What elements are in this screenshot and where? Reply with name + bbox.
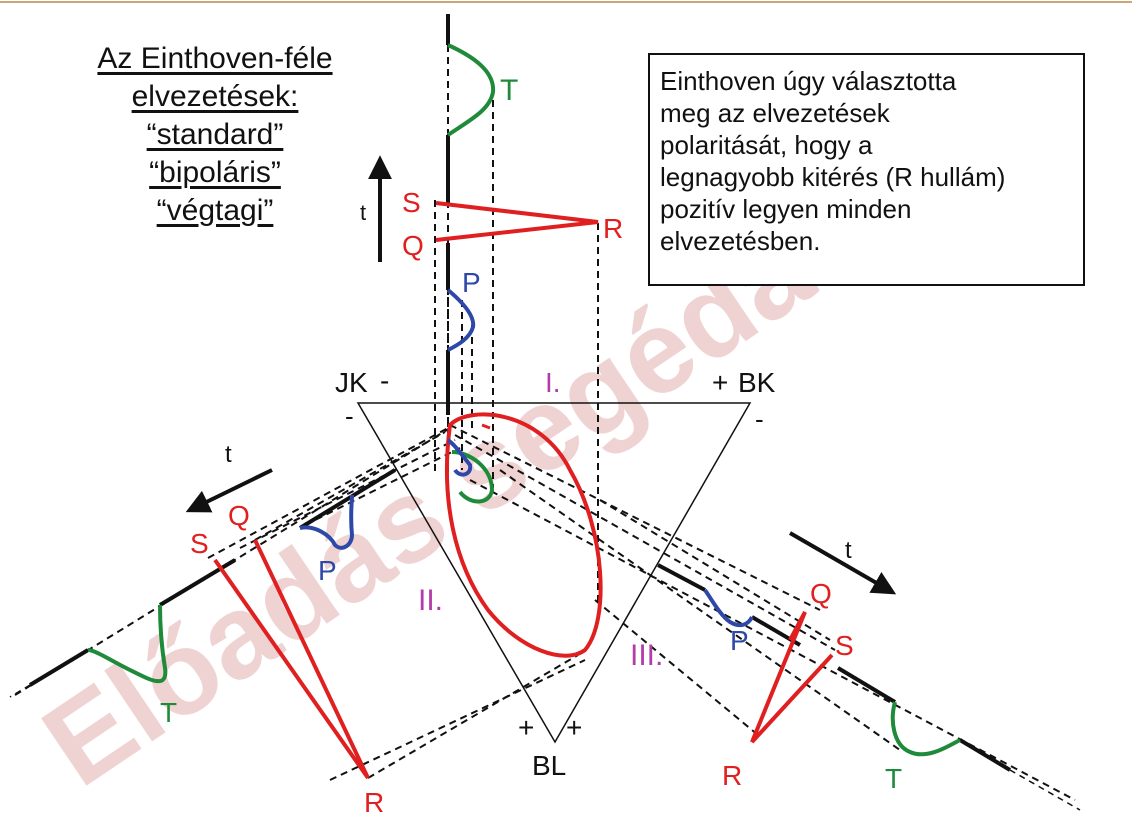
info-line-5: pozitív legyen minden [660, 194, 912, 224]
label-bk: BK [738, 367, 776, 398]
lead2-t-label: T [160, 697, 177, 728]
p-vector-loop [446, 438, 473, 477]
title-line-2: elvezetések: [131, 80, 299, 113]
title-line-4: “bipoláris” [149, 156, 281, 189]
lead3-axis-extension [1009, 769, 1081, 811]
lead1-qrs-complex [435, 201, 599, 242]
label-bl: BL [532, 750, 566, 781]
lead-i-label: I. [545, 367, 561, 398]
lead3-time-label: t [845, 537, 852, 564]
lead1-t-wave [446, 43, 496, 137]
lead3-q-label: Q [810, 578, 832, 609]
lead1-t-label: T [500, 74, 518, 107]
lead2-time-label: t [225, 441, 232, 468]
lead2-t-wave [87, 604, 168, 684]
lead3-qrs-complex [750, 611, 834, 744]
info-line-1: Einthoven úgy választotta [660, 66, 957, 96]
lead1-p-wave [446, 288, 476, 352]
lead3-p-wave [703, 588, 754, 628]
lead2-q-label: Q [228, 500, 250, 531]
label-jk-minus: - [380, 365, 389, 396]
label-bl-plus-left: + [518, 712, 534, 743]
lead3-t-label: T [885, 763, 902, 794]
lead1-q-label: Q [402, 230, 424, 261]
label-jk: JK [335, 367, 368, 398]
lead-iii-label: III. [630, 639, 663, 672]
lead2-p-wave [299, 494, 355, 550]
lead1-s-label: S [402, 187, 421, 218]
label-jk-minus-2: - [345, 401, 354, 431]
einthoven-triangle [356, 402, 752, 744]
lead1-time-label: t [360, 200, 366, 225]
lead3-s-label: S [835, 630, 854, 661]
lead2-s-label: S [190, 528, 209, 559]
info-line-4: legnagyobb kitérés (R hullám) [660, 162, 1006, 192]
lead3-r-label: R [722, 760, 742, 791]
title-line-1: Az Einthoven-féle [97, 42, 333, 75]
info-line-2: meg az elvezetések [660, 98, 890, 128]
info-line-6: elvezetésben. [660, 226, 821, 256]
lead2-qrs-complex [213, 539, 370, 780]
lead2-r-label: R [364, 787, 384, 818]
t-vector-loop [451, 450, 495, 504]
title-line-5: “végtagi” [156, 194, 274, 227]
label-bk-minus: - [755, 404, 764, 434]
label-bl-plus-right: + [566, 712, 582, 743]
lead2-time-arrow [185, 468, 273, 513]
qrs-loop-tick [481, 423, 491, 430]
title-line-3: “standard” [146, 118, 284, 151]
qrs-vector-loop [444, 412, 603, 658]
info-line-3: polaritását, hogy a [660, 130, 873, 160]
lead1-p-label: P [462, 267, 481, 298]
projection-lines [14, 45, 1076, 801]
label-bk-plus: + [712, 367, 728, 398]
lead3-time-arrow [788, 531, 897, 595]
lead3-t-wave [890, 701, 961, 757]
info-box: Einthoven úgy választotta meg az elvezet… [648, 53, 1085, 286]
lead1-r-label: R [603, 213, 623, 244]
diagram-title: Az Einthoven-féle elvezetések: “standard… [40, 40, 390, 230]
lead2-p-label: P [318, 555, 337, 586]
lead-ii-label: II. [418, 584, 443, 617]
lead3-p-label: P [730, 625, 749, 656]
